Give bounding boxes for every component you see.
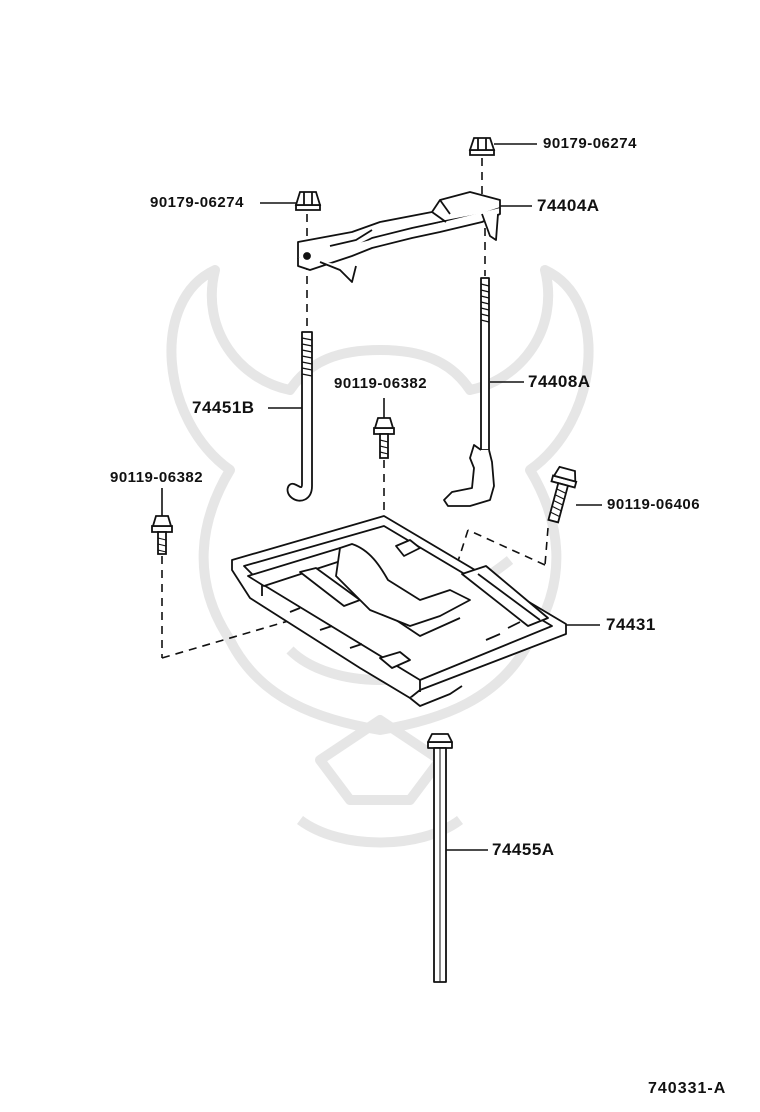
bolt-right (547, 465, 578, 524)
bolt-left (151, 515, 173, 555)
rod-right (443, 277, 495, 507)
nut-top-left (294, 191, 322, 211)
label-clamp: 74404A (537, 196, 600, 215)
label-bolt-right: 90119-06406 (607, 496, 701, 513)
rod-bottom (427, 733, 453, 983)
label-bolt-middle: 90119-06382 (334, 375, 428, 392)
figure-number: 740331-A (648, 1080, 727, 1097)
label-rod-bottom: 74455A (492, 840, 555, 859)
label-nut-top-right: 90179-06274 (543, 135, 637, 152)
rod-left (286, 331, 313, 502)
label-nut-top-left: 90179-06274 (150, 194, 244, 211)
battery-clamp (297, 191, 501, 283)
battery-tray (231, 515, 567, 707)
label-rod-right: 74408A (528, 372, 591, 391)
bolt-middle (373, 417, 395, 459)
nut-top-right (468, 137, 496, 156)
label-rod-left: 74451B (192, 398, 255, 417)
label-bolt-left: 90119-06382 (110, 469, 204, 486)
label-tray: 74431 (606, 615, 656, 634)
